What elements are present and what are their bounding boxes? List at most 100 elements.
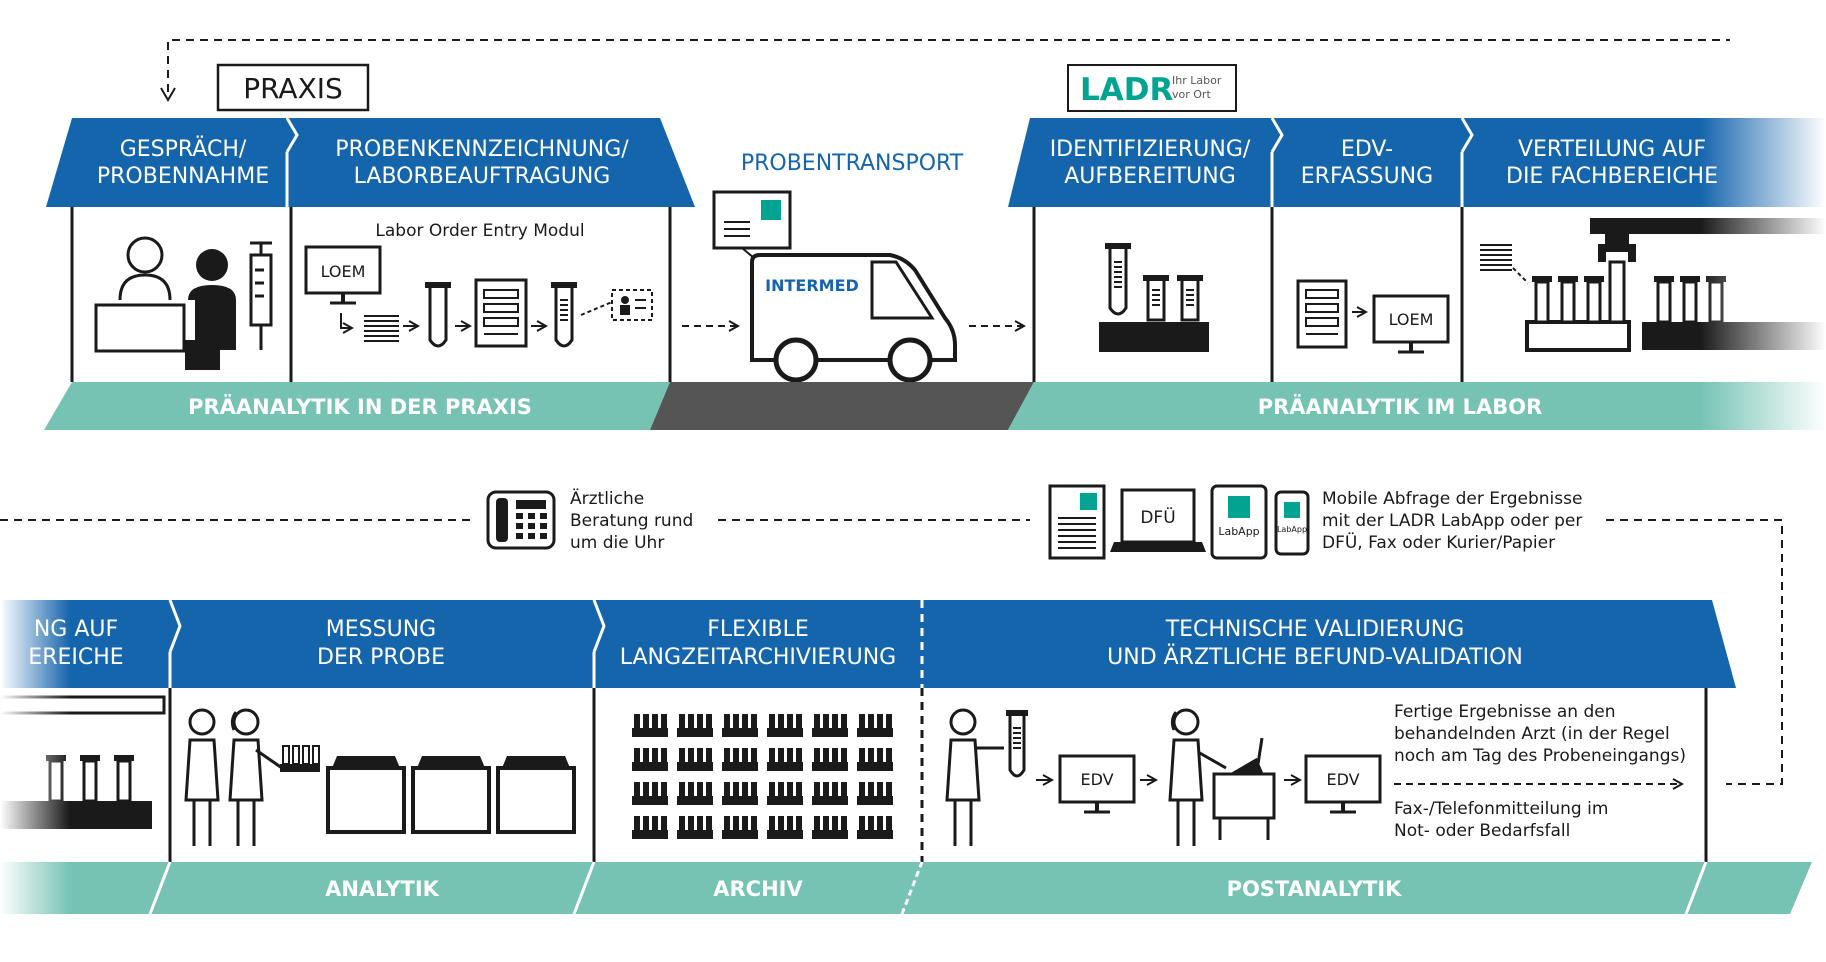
archive-rack-unit [857, 748, 893, 771]
band-analytik [150, 862, 594, 914]
result-line-2: behandelnden Arzt (in der Regel [1394, 724, 1670, 744]
loem-monitor-lab-icon: LOEM [1372, 294, 1450, 354]
edv-label-1: EDV [1080, 770, 1113, 789]
archive-rack-unit [722, 816, 758, 839]
band-archiv [574, 862, 922, 914]
lab-workers-icon [184, 708, 283, 846]
loem-monitor-icon: LOEM [304, 245, 382, 305]
test-tube-icon [425, 282, 451, 348]
step-title-1-line1: GESPRÄCH/ [120, 136, 247, 162]
step-title-4-line2: ERFASSUNG [1301, 164, 1433, 189]
van-brand: INTERMED [765, 276, 859, 295]
dfue-laptop-icon: DFÜ [1110, 488, 1206, 552]
archive-rack-unit [677, 714, 713, 737]
ladr-logo: LADR Ihr Labor vor Ort [1067, 64, 1237, 112]
ladr-logo-tagline-2: vor Ort [1172, 88, 1211, 101]
header-banner-praxis [46, 118, 695, 207]
archive-rack-unit [632, 782, 668, 805]
dashed-return-line-top [167, 39, 1730, 92]
step-title-1-line2: PROBENNAHME [97, 164, 269, 189]
paper-report-icon [1048, 484, 1106, 560]
band-praeanalytik-labor [1008, 382, 1826, 430]
edv-monitor-icon-1: EDV [1058, 754, 1136, 814]
labapp-label: LabApp [1218, 525, 1259, 538]
band-label-analytik: ANALYTIK [325, 877, 440, 901]
band-label-labor: PRÄANALYTIK IM LABOR [1258, 394, 1543, 419]
loem-lab-label: LOEM [1389, 310, 1434, 329]
beratung-line-2: Beratung rund [570, 511, 693, 531]
archive-rack-unit [677, 782, 713, 805]
bottom-step-2-line1: MESSUNG [326, 617, 436, 642]
step-title-5-line1: VERTEILUNG AUF [1518, 137, 1706, 162]
step-title-2-line2: LABORBEAUFTRAGUNG [354, 164, 611, 189]
band-right-partial [1686, 862, 1812, 914]
mobile-line-2: mit der LADR LabApp oder per [1322, 511, 1582, 531]
analyzer-machines-icon [326, 756, 576, 834]
telephone-icon [486, 490, 556, 550]
bottom-step-3-line2: LANGZEITARCHIVIERUNG [620, 645, 896, 670]
loem-label: LOEM [321, 262, 366, 281]
archive-rack-unit [857, 782, 893, 805]
bottom-step-4-line2: UND ÄRZTLICHE BEFUND-VALIDATION [1107, 644, 1523, 670]
archive-rack-unit [632, 816, 668, 839]
ladr-logo-name: LADR [1080, 72, 1173, 108]
step-title-3-line2: AUFBEREITUNG [1064, 164, 1236, 189]
syringe-icon [249, 241, 273, 350]
archive-rack-unit [857, 816, 893, 839]
archive-rack-unit [767, 782, 803, 805]
delivery-van-icon: INTERMED [750, 253, 957, 383]
step-title-3-line1: IDENTIFIZIERUNG/ [1050, 137, 1251, 162]
barcode-icon [364, 315, 399, 342]
bottom-step-4-line1: TECHNISCHE VALIDIERUNG [1165, 617, 1465, 642]
beratung-line-3: um die Uhr [570, 533, 664, 553]
archive-rack-unit [767, 714, 803, 737]
archive-rack-unit [677, 748, 713, 771]
request-form-icon [1296, 279, 1348, 349]
mobile-line-1: Mobile Abfrage der Ergebnisse [1322, 489, 1582, 509]
step-title-2-line1: PROBENKENNZEICHNUNG/ [335, 137, 629, 162]
loe-caption: Labor Order Entry Modul [375, 221, 584, 241]
archive-rack-unit [812, 816, 848, 839]
dfue-label: DFÜ [1140, 506, 1175, 528]
header-banner-labor [1008, 118, 1826, 207]
band-label-postanalytik: POSTANALYTIK [1227, 877, 1403, 901]
archive-rack-unit [632, 748, 668, 771]
inspected-tube-icon [1006, 710, 1028, 778]
ladr-logo-tagline-1: Ihr Labor [1172, 74, 1222, 87]
archive-rack-unit [767, 816, 803, 839]
archive-rack-unit [632, 714, 668, 737]
band-praeanalytik-praxis [44, 382, 670, 430]
transport-title: PROBENTRANSPORT [741, 151, 964, 176]
archive-rack-unit [812, 782, 848, 805]
fax-line-2: Not- oder Bedarfsfall [1394, 821, 1570, 841]
labapp-tablet-icon: LabApp [1210, 484, 1268, 560]
labapp-phone-icon: LabApp [1274, 490, 1310, 556]
beratung-line-1: Ärztliche [570, 488, 644, 509]
praxis-label: PRAXIS [243, 72, 343, 105]
edv-label-2: EDV [1326, 770, 1359, 789]
archive-rack-unit [722, 748, 758, 771]
archive-rack-unit [722, 714, 758, 737]
archive-rack-unit [677, 816, 713, 839]
mobile-line-3: DFÜ, Fax oder Kurier/Papier [1322, 531, 1555, 553]
band-postanalytik [902, 862, 1706, 914]
patient-card-icon [611, 289, 653, 321]
tube-rack-icon [1099, 243, 1209, 352]
result-line-1: Fertige Ergebnisse an den [1394, 702, 1616, 722]
transport-envelope-icon [712, 190, 792, 269]
archive-rack-unit [812, 748, 848, 771]
step-title-4-line1: EDV- [1341, 137, 1393, 162]
band-label-archiv: ARCHIV [713, 877, 803, 901]
archive-rack-unit [857, 714, 893, 737]
archive-rack-unit [767, 748, 803, 771]
edv-monitor-icon-2: EDV [1304, 754, 1382, 814]
sample-tray-icon [280, 745, 320, 772]
step-title-5-line2: DIE FACHBEREICHE [1506, 164, 1718, 189]
dashed-return-arrowhead [160, 87, 176, 102]
archive-rack-unit [812, 714, 848, 737]
praxis-box [216, 63, 370, 112]
doctor-validation-icon [1168, 708, 1276, 846]
lab-technician-icon [945, 708, 1004, 846]
header-banner-bottom [0, 600, 1736, 688]
